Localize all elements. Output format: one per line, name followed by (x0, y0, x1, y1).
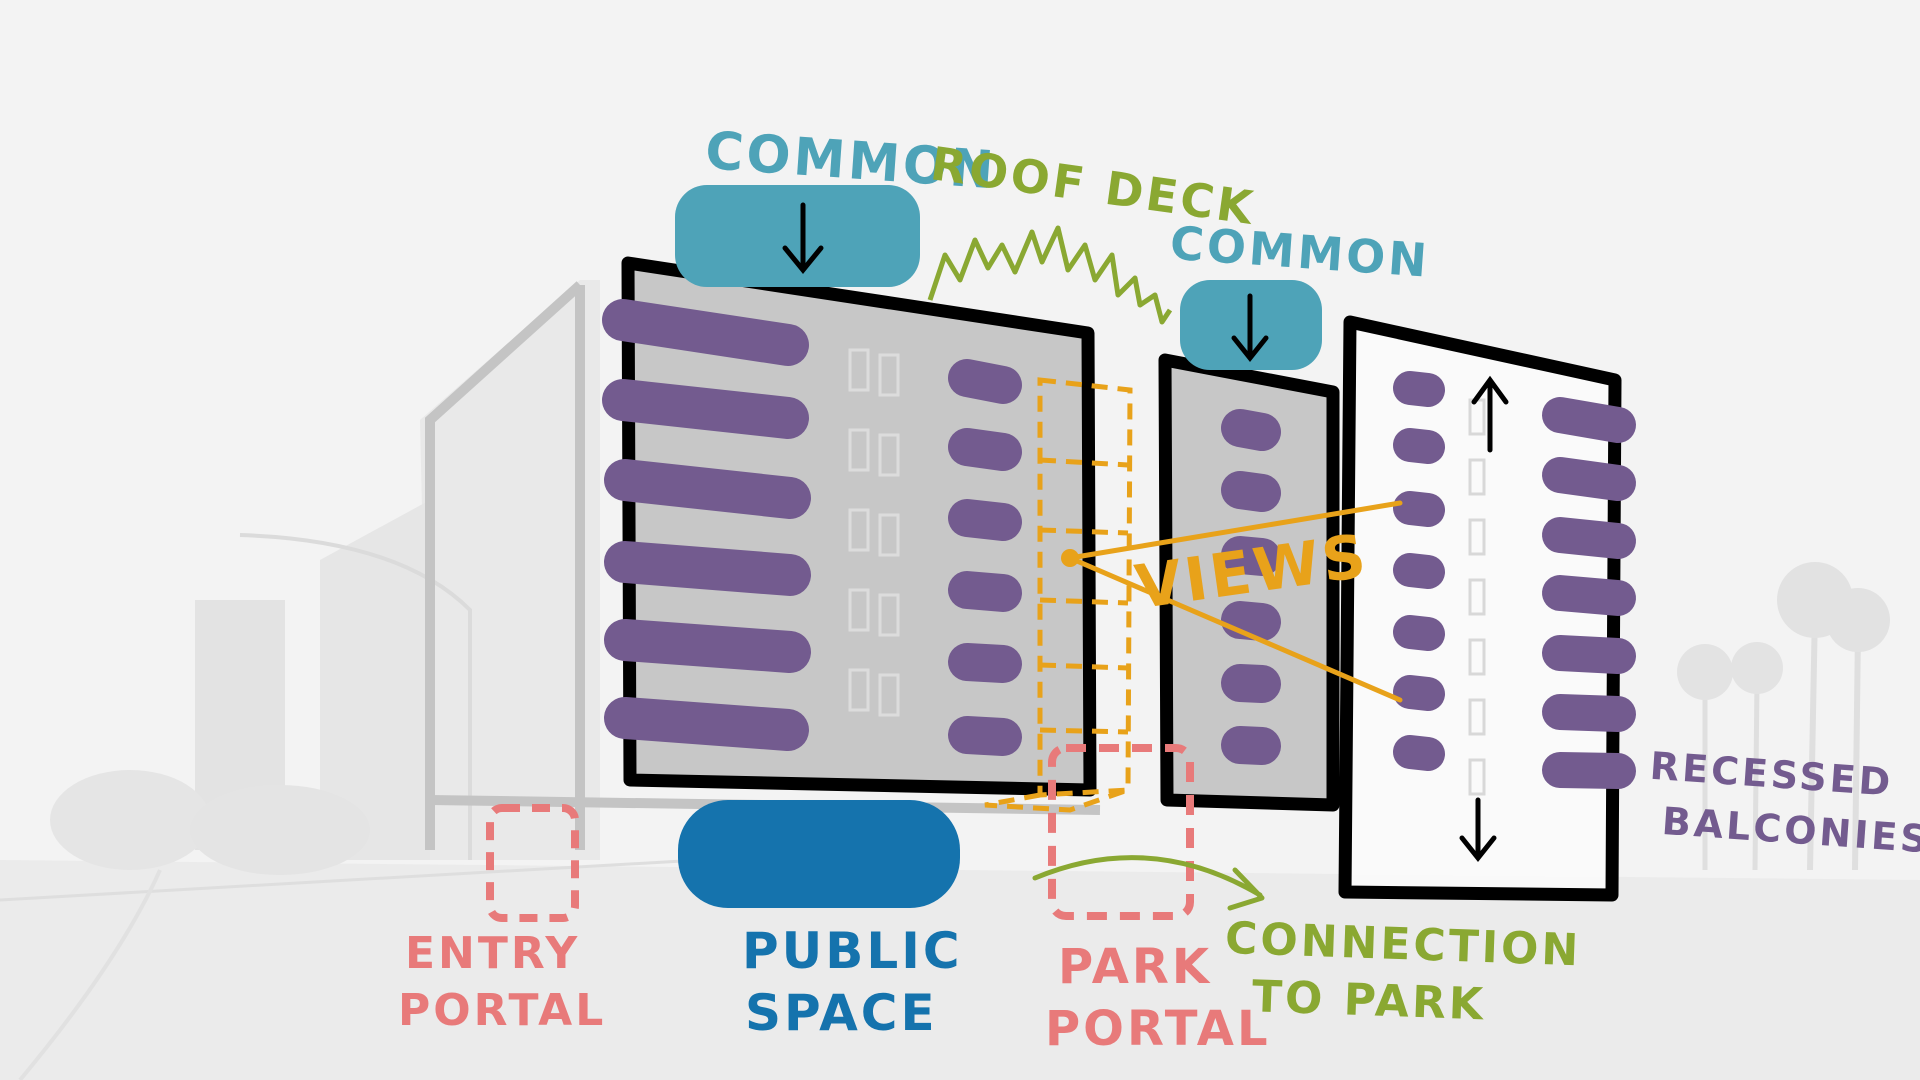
balcony (1221, 726, 1281, 765)
view-cone (1067, 500, 1403, 703)
balconies-left-column (602, 299, 811, 751)
label-entry-portal: PORTAL (398, 985, 606, 1036)
balcony (1393, 428, 1445, 464)
down-arrow-icon (782, 202, 824, 274)
label-park-portal: PORTAL (1045, 1001, 1271, 1057)
label-entry: ENTRY (405, 928, 580, 979)
balcony (1542, 397, 1636, 443)
park-portal-outline (1048, 744, 1194, 920)
balcony (1542, 575, 1636, 616)
balcony (1542, 694, 1636, 732)
balcony (1393, 735, 1445, 771)
balcony (1393, 371, 1445, 407)
balcony (948, 428, 1022, 471)
down-arrow-icon (1231, 293, 1269, 363)
balcony (604, 697, 809, 751)
middle-building-block (1158, 353, 1340, 812)
balconies-right-outer (1542, 397, 1636, 789)
balcony (1393, 615, 1445, 651)
balcony (948, 499, 1022, 541)
balconies-middle-block (1221, 409, 1281, 765)
balcony (604, 459, 811, 519)
balcony (1393, 491, 1445, 527)
connection-arrow (1032, 855, 1265, 911)
balcony (1221, 664, 1281, 703)
balcony (1393, 553, 1445, 589)
balcony (602, 299, 809, 366)
views-shaft-dashed (984, 377, 1133, 813)
down-arrow-icon (1459, 797, 1497, 863)
balcony (1542, 752, 1636, 789)
balcony (1221, 601, 1281, 641)
common-pill-left (675, 185, 920, 287)
balcony (1542, 635, 1636, 674)
balcony (1221, 409, 1281, 451)
label-to-park: TO PARK (1251, 971, 1487, 1030)
balcony (1393, 675, 1445, 711)
balcony (1221, 471, 1281, 512)
balconies-main-right-column (948, 359, 1022, 756)
balcony (1542, 517, 1636, 559)
entry-portal-outline (486, 804, 579, 922)
view-origin-dot (1061, 549, 1079, 567)
balcony (1221, 536, 1281, 576)
label-public: PUBLIC (742, 922, 963, 980)
balconies-right-inner (1393, 371, 1445, 771)
up-arrow-icon (1471, 375, 1509, 453)
label-space: SPACE (745, 984, 938, 1042)
balcony (948, 643, 1022, 683)
balcony (948, 571, 1022, 612)
label-park: PARK (1058, 939, 1212, 995)
balcony (604, 619, 811, 673)
balcony (604, 541, 811, 596)
roof-deck-scribble (927, 225, 1173, 325)
balcony (602, 379, 809, 439)
balcony (1542, 457, 1636, 501)
balcony (948, 359, 1022, 404)
label-connection: CONNECTION (1224, 913, 1582, 976)
balcony (948, 716, 1022, 756)
public-space-pill (678, 800, 960, 908)
